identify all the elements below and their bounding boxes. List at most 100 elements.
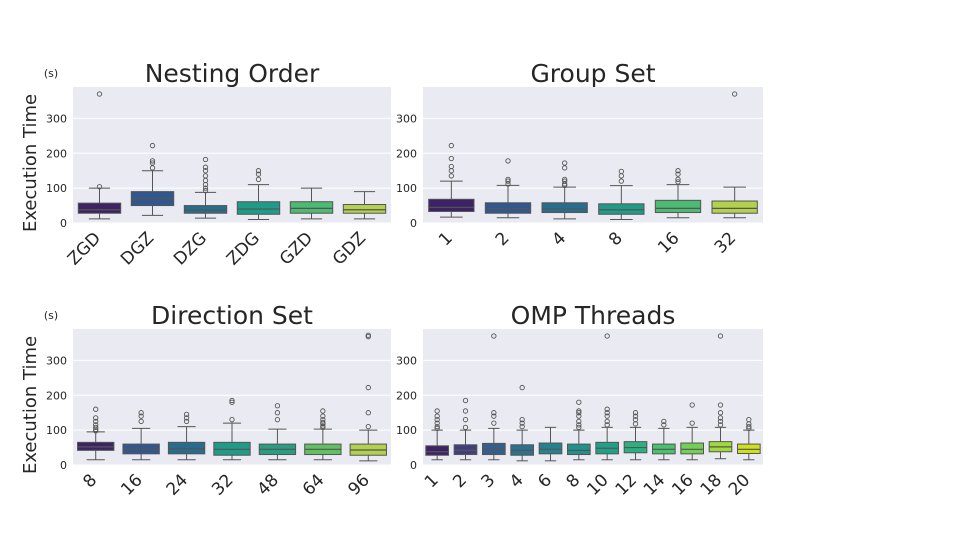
- outlier-point: [138, 410, 144, 416]
- outlier-point: [434, 420, 440, 426]
- box-iqr: [567, 443, 591, 456]
- outlier-point: [365, 423, 371, 430]
- outlier-point: [149, 165, 156, 171]
- y-tick-label: 100: [46, 424, 67, 437]
- outlier-point: [576, 410, 582, 416]
- box-iqr: [654, 199, 702, 214]
- x-tick-label: 8: [563, 470, 585, 492]
- outlier-point: [434, 408, 440, 414]
- outlier-point: [365, 410, 371, 416]
- outlier-point: [675, 179, 681, 185]
- outlier-point: [320, 417, 326, 423]
- outlier-point: [365, 384, 371, 391]
- outlier-point: [434, 425, 440, 432]
- outlier-point: [183, 418, 190, 425]
- box-32: 32: [711, 91, 758, 258]
- outlier-point: [229, 397, 235, 404]
- x-tick-label: GZD: [276, 228, 317, 269]
- outlier-point: [717, 415, 724, 421]
- y-tick-label: 300: [396, 112, 417, 125]
- outlier-point: [576, 413, 582, 419]
- outlier-point: [717, 418, 724, 425]
- outlier-point: [675, 176, 681, 183]
- outlier-point: [519, 384, 525, 391]
- outlier-point: [604, 333, 610, 339]
- outlier-point: [434, 423, 440, 430]
- x-tick-label: ZGD: [64, 228, 105, 269]
- y-tick-label: 300: [396, 354, 417, 367]
- outlier-point: [138, 413, 144, 419]
- x-tick-label: 16: [668, 470, 697, 499]
- outlier-point: [732, 91, 738, 97]
- outlier-point: [562, 178, 568, 184]
- outlier-point: [149, 158, 156, 164]
- outlier-point: [96, 184, 103, 190]
- outlier-point: [562, 165, 568, 171]
- y-tick-label: 100: [46, 182, 67, 195]
- outlier-point: [93, 406, 99, 412]
- outlier-point: [255, 176, 262, 183]
- box-iqr: [289, 201, 334, 214]
- outlier-point: [505, 178, 511, 184]
- box-iqr: [183, 205, 228, 214]
- outlier-point: [604, 406, 610, 412]
- outlier-point: [202, 168, 209, 174]
- x-tick-label: 1: [435, 228, 457, 250]
- x-tick-label: 8: [79, 470, 101, 492]
- outlier-point: [448, 155, 454, 162]
- x-tick-label: 16: [654, 228, 683, 257]
- x-tick-label: 96: [344, 470, 373, 499]
- y-tick-label: 100: [396, 424, 417, 437]
- outlier-point: [505, 176, 511, 183]
- outlier-point: [434, 417, 440, 423]
- outlier-point: [576, 408, 582, 414]
- outlier-point: [202, 156, 209, 163]
- chart-title: Nesting Order: [145, 59, 320, 88]
- outlier-point: [274, 410, 281, 416]
- outlier-point: [202, 187, 209, 194]
- outlier-point: [255, 171, 262, 177]
- y-tick-label: 100: [396, 182, 417, 195]
- outlier-point: [562, 176, 568, 183]
- plot-background: [423, 87, 763, 223]
- box-iqr: [541, 202, 588, 214]
- y-tick-label: 200: [46, 147, 67, 160]
- box-iqr: [425, 445, 450, 456]
- x-tick-label: 48: [254, 470, 283, 499]
- y-axis-unit: (s): [44, 67, 58, 80]
- y-axis-label: Execution Time: [20, 336, 41, 474]
- x-tick-label: DGZ: [117, 228, 158, 269]
- outlier-point: [576, 399, 582, 405]
- x-tick-label: 4: [506, 470, 528, 492]
- x-tick-label: ZDG: [223, 228, 264, 269]
- outlier-point: [576, 418, 582, 425]
- outlier-point: [491, 413, 497, 419]
- outlier-point: [96, 91, 103, 97]
- x-tick-label: 6: [534, 470, 556, 492]
- outlier-point: [448, 163, 454, 170]
- y-axis-label: Execution Time: [20, 94, 41, 232]
- outlier-point: [661, 418, 667, 425]
- outlier-point: [434, 413, 440, 419]
- outlier-point: [562, 160, 568, 166]
- box-iqr: [453, 444, 478, 456]
- outlier-point: [632, 410, 639, 416]
- box-iqr: [236, 201, 281, 215]
- outlier-point: [717, 402, 724, 408]
- outlier-point: [604, 410, 610, 416]
- outlier-point: [183, 411, 190, 418]
- x-tick-label: 3: [478, 470, 500, 492]
- y-tick-label: 300: [46, 354, 67, 367]
- outlier-point: [717, 410, 724, 416]
- x-tick-label: 14: [640, 470, 669, 499]
- outlier-point: [183, 415, 190, 421]
- outlier-point: [93, 418, 99, 425]
- outlier-point: [618, 178, 624, 184]
- y-tick-label: 300: [46, 112, 67, 125]
- x-tick-label: 2: [492, 228, 514, 250]
- outlier-point: [746, 417, 752, 423]
